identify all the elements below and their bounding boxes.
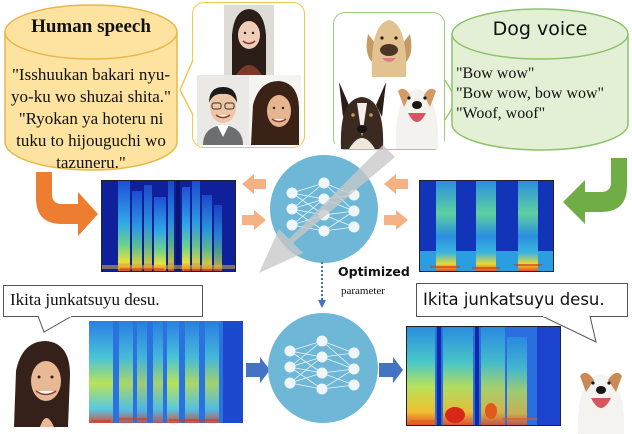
woman-smiling-photo [249,75,301,145]
cylinder-shape [451,8,629,151]
border-collie-photo [335,77,390,149]
utterance-line: "Bow wow" [456,65,535,82]
sentence-line: tuku to hijouguchi wo [16,131,166,150]
woman-long-hair-photo [224,5,274,75]
salmon-left-arrow-icon [242,174,266,194]
orange-curved-arrow-icon [36,172,98,236]
optimized-label: Optimized [338,264,410,279]
jack-russell-photo [390,77,444,149]
salmon-right-arrow-icon [384,210,408,230]
man-glasses-photo [197,75,249,145]
green-curved-arrow-icon [563,158,627,224]
dog-voice-utterances: "Bow wow" "Bow wow, bow wow" "Woof, woof… [456,64,604,124]
human-speech-title: Human speech [31,16,151,37]
human-speech-bubble: Ikita junkatsuyu desu. [3,285,203,317]
sentence-line: tazuneru." [56,153,126,172]
cylinder-shape [4,4,178,171]
sentence-line: "Isshuukan bakari nyu- [11,65,170,84]
input-utterance-text: Ikita junkatsuyu desu. [10,290,160,309]
dog-photos-panel [333,12,445,150]
human-training-spectrogram [101,180,236,272]
human-speech-sentences: "Isshuukan bakari nyu- yo-ku wo shuzai s… [7,64,175,174]
neural-network-icon [284,335,360,395]
dog-voice-database: Dog voice "Bow wow" "Bow wow, bow wow" "… [450,6,630,154]
utterance-line: "Bow wow, bow wow" [456,85,605,102]
utterance-line: "Woof, woof" [456,105,546,122]
salmon-left-arrow-icon [384,174,408,194]
gray-diagonal-arrow-icon [259,145,395,273]
human-speech-database: Human speech "Isshuukan bakari nyu- yo-k… [3,2,179,172]
callout-tail [179,60,194,116]
output-dog-photo [572,360,630,434]
dog-training-spectrogram [419,180,554,272]
output-dog-spectrogram [406,326,561,426]
speaker-woman-photo [6,335,76,427]
blue-right-arrow-icon [379,357,403,383]
salmon-right-arrow-icon [242,210,266,230]
labrador-photo [362,14,416,77]
dog-voice-title: Dog voice [492,18,588,40]
sentence-line: yo-ku wo shuzai shita." [11,87,171,106]
dotted-down-arrow-icon [318,262,326,308]
bubble-tail [541,316,597,343]
dog-speech-bubble: Ikita junkatsuyu desu. [416,283,628,317]
inference-neural-network [268,313,378,423]
output-utterance-text: Ikita junkatsuyu desu. [423,290,605,309]
input-speech-spectrogram [88,320,244,424]
sentence-line: "Ryokan ya hoteru ni [18,109,164,128]
human-photos-panel [192,2,305,148]
parameter-label: parameter [341,285,385,297]
blue-right-arrow-icon [246,357,270,383]
bubble-tail [37,316,73,333]
